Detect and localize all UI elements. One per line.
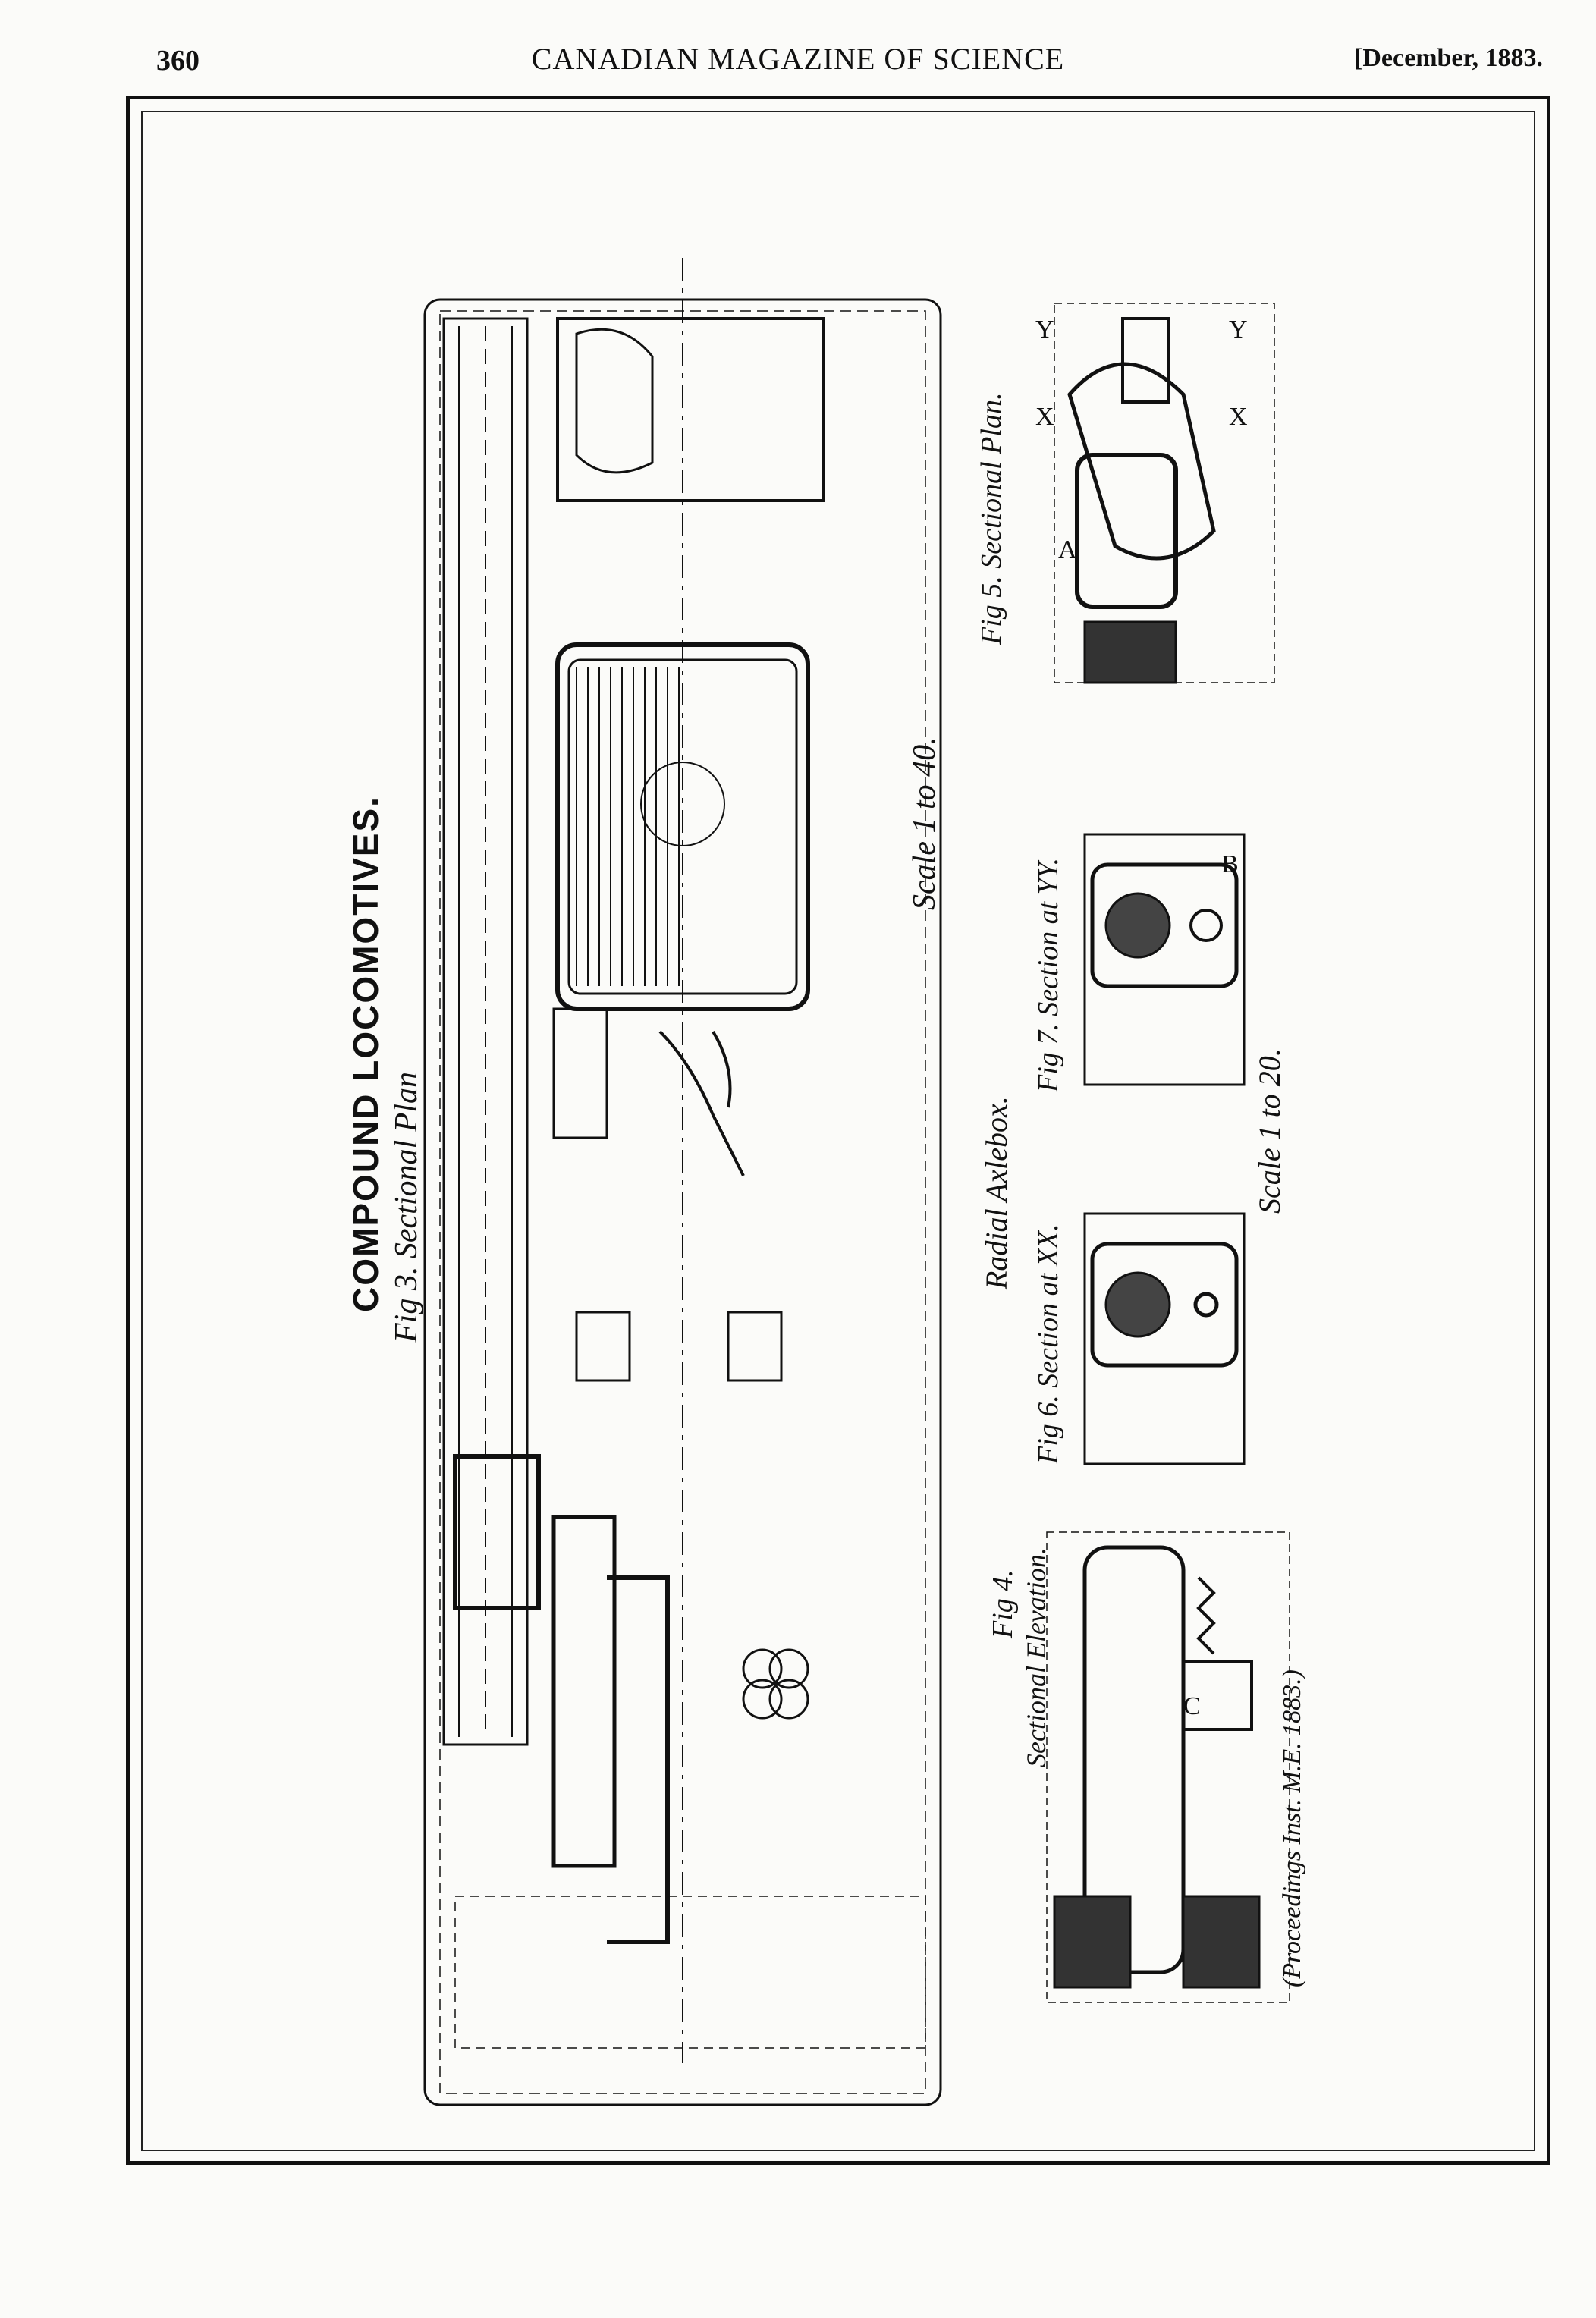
label-x-right: X (1229, 403, 1248, 431)
fig5-sectional-plan (1054, 303, 1275, 684)
fig4-caption: Fig 4. (987, 1569, 1019, 1638)
journal-title: CANADIAN MAGAZINE OF SCIENCE (531, 42, 1065, 76)
fig3-caption: Fig 3. Sectional Plan (389, 1072, 424, 1343)
section-letters: Y X A Y X B C (1035, 316, 1248, 1720)
page-number: 360 (156, 45, 200, 77)
label-x: X (1035, 403, 1054, 431)
fig6-fig7-sections (1083, 833, 1246, 1465)
fig7-caption: Fig 7. Section at YY. (1032, 858, 1064, 1092)
fig4-subcaption: Sectional Elevation. (1021, 1547, 1051, 1767)
scale-main: Scale 1 to 40. (907, 737, 942, 910)
scale-detail: Scale 1 to 20. (1252, 1048, 1287, 1214)
source-note: (Proceedings Inst. M.E. 1883.) (1278, 1669, 1306, 1987)
fig6-caption: Fig 6. Section at XX. (1032, 1223, 1064, 1464)
label-y-right: Y (1229, 316, 1248, 344)
label-y: Y (1035, 316, 1054, 344)
plate-inner-border (141, 111, 1535, 2151)
fig3-locomotive-plan (423, 258, 942, 2106)
fig5-caption: Fig 5. Sectional Plan. (976, 392, 1007, 645)
label-c: C (1183, 1692, 1201, 1720)
axlebox-title: Radial Axlebox. (979, 1096, 1013, 1289)
plate-outer-border (126, 96, 1550, 2165)
running-head: 360 CANADIAN MAGAZINE OF SCIENCE [Decemb… (0, 30, 1596, 83)
label-b: B (1221, 850, 1239, 878)
issue-date: [December, 1883. (1354, 44, 1543, 72)
label-a: A (1058, 536, 1077, 564)
plate-title: COMPOUND LOCOMOTIVES. (346, 796, 385, 1312)
fig4-sectional-elevation (1046, 1531, 1290, 2003)
